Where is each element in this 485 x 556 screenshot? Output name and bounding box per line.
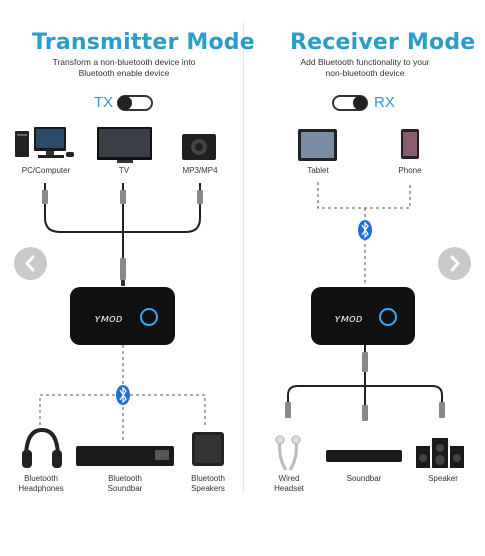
rx-adapter-brand: ʏᴍᴏᴅ	[334, 312, 363, 325]
output-label-speaker: Speaker	[428, 474, 458, 483]
soundbar-icon	[76, 446, 174, 466]
tablet-icon	[298, 129, 337, 161]
transmitter-subtitle-line1: Transform a non-bluetooth device into	[52, 57, 196, 67]
receiver-title: Receiver Mode	[290, 30, 476, 55]
rx-output-plugs	[285, 352, 445, 421]
tx-toggle[interactable]	[117, 95, 153, 111]
tx-toggle-knob	[118, 96, 132, 110]
phone-icon	[401, 129, 419, 159]
output-label-soundbar: Bluetooth Soundbar	[96, 474, 154, 494]
rx-adapter	[311, 287, 415, 345]
speaker-system-icon	[416, 438, 464, 468]
output-label-speakers: Bluetooth Speakers	[180, 474, 236, 494]
output-label-headphones-line2: Headphones	[18, 484, 64, 493]
receiver-subtitle: Add Bluetooth functionality to your non-…	[265, 57, 465, 79]
receiver-subtitle-line2: non-bluetooth device	[325, 68, 405, 78]
transmitter-subtitle-line2: Bluetooth enable device	[78, 68, 170, 78]
rx-label: RX	[374, 94, 395, 111]
carousel-next-button[interactable]	[438, 247, 471, 280]
device-label-mp3: MP3/MP4	[182, 166, 218, 175]
headphones-icon	[22, 427, 62, 468]
device-label-pc: PC/Computer	[21, 166, 71, 175]
output-label-headphones: Bluetooth Headphones	[10, 474, 72, 494]
tx-power-led	[140, 308, 158, 326]
transmitter-title: Transmitter Mode	[32, 30, 255, 55]
carousel-prev-button[interactable]	[14, 247, 47, 280]
receiver-subtitle-line1: Add Bluetooth functionality to your	[300, 57, 430, 67]
device-label-tablet: Tablet	[307, 166, 329, 175]
tv-icon	[97, 127, 152, 163]
rx-soundbar-icon	[326, 450, 402, 462]
output-label-speakers-line1: Bluetooth	[191, 474, 225, 483]
rx-bluetooth-icon	[358, 220, 372, 240]
chevron-left-icon	[25, 255, 35, 272]
output-label-wired-headset-line1: Wired	[278, 474, 300, 483]
transmitter-subtitle: Transform a non-bluetooth device into Bl…	[24, 57, 224, 79]
pc-computer-icon	[15, 127, 74, 158]
output-label-rx-soundbar: Soundbar	[346, 474, 382, 483]
output-label-wired-headset: Wired Headset	[266, 474, 312, 494]
output-label-soundbar-line1: Bluetooth	[108, 474, 142, 483]
mp3-player-icon	[182, 134, 216, 160]
device-label-tv: TV	[118, 166, 130, 175]
mode-divider	[243, 22, 244, 492]
rx-toggle[interactable]	[332, 95, 368, 111]
tx-bluetooth-icon	[116, 385, 130, 405]
rx-power-led	[379, 308, 397, 326]
tx-label: TX	[94, 94, 114, 111]
device-label-phone: Phone	[398, 166, 422, 175]
speaker-icon	[192, 432, 224, 466]
output-label-soundbar-line2: Soundbar	[107, 484, 143, 493]
tx-adapter-brand: ʏᴍᴏᴅ	[94, 312, 123, 325]
output-label-speakers-line2: Speakers	[191, 484, 225, 493]
rx-toggle-knob	[353, 96, 367, 110]
tx-input-plugs	[42, 190, 203, 286]
tx-adapter	[70, 287, 175, 345]
chevron-right-icon	[450, 255, 460, 272]
output-label-wired-headset-line2: Headset	[274, 484, 304, 493]
output-label-headphones-line1: Bluetooth	[24, 474, 58, 483]
wired-headset-icon	[275, 435, 301, 471]
